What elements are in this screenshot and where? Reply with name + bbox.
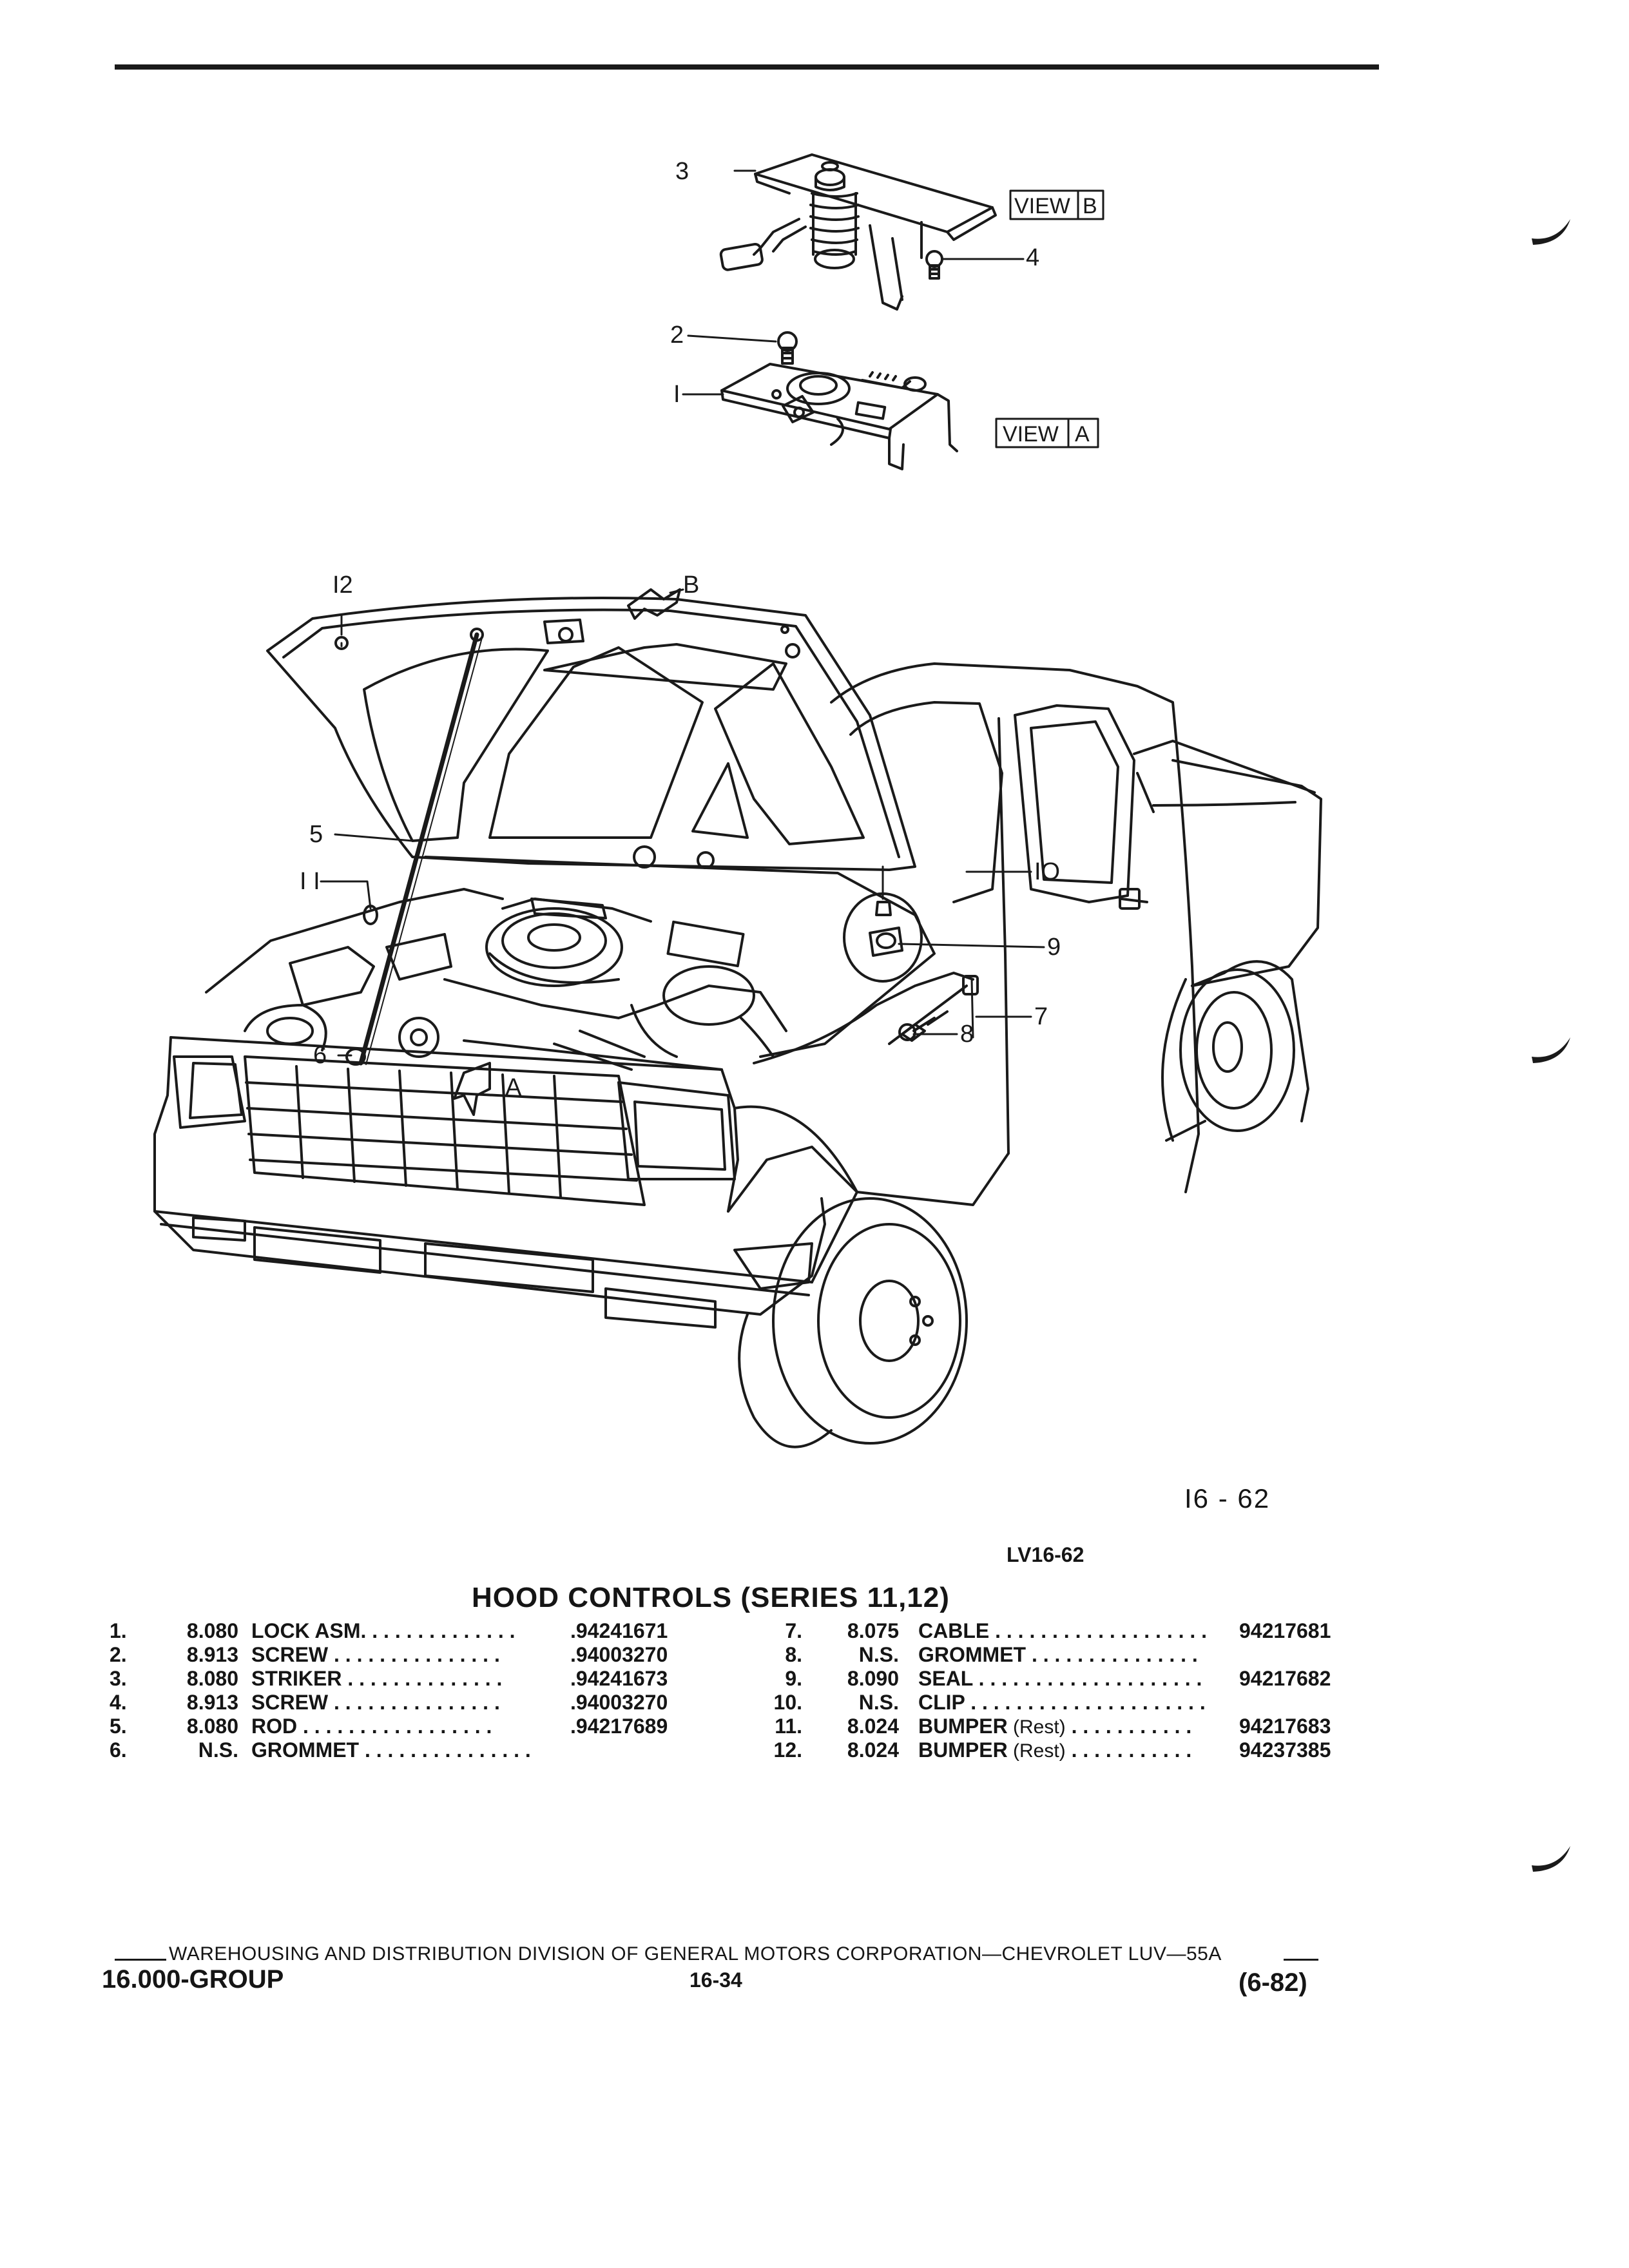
part-group-code: N.S. <box>198 1738 238 1762</box>
view-a-letter: A <box>1075 422 1090 447</box>
part-group-code: 8.024 <box>847 1738 899 1762</box>
view-a-word: VIEW <box>1003 422 1059 447</box>
callout-5: 5 <box>309 821 323 848</box>
part-number-index: 2. <box>110 1643 127 1666</box>
part-description: BUMPER (Rest) . . . . . . . . . . . <box>918 1738 1192 1762</box>
part-description: GROMMET . . . . . . . . . . . . . . . <box>251 1738 531 1762</box>
view-b-label <box>1009 189 1104 220</box>
part-group-code: 8.075 <box>847 1619 899 1642</box>
part-group-code: N.S. <box>858 1691 899 1714</box>
part-number-index: 11. <box>775 1715 802 1738</box>
parts-table-title: HOOD CONTROLS (SERIES 11,12) <box>472 1582 950 1613</box>
part-description: SCREW . . . . . . . . . . . . . . . <box>251 1643 500 1666</box>
part-group-code: 8.080 <box>186 1667 238 1690</box>
part-description: LOCK ASM. . . . . . . . . . . . . . <box>251 1619 516 1642</box>
part-number-index: 7. <box>785 1619 802 1642</box>
part-number-index: 1. <box>110 1619 127 1642</box>
part-number-index: 8. <box>785 1643 802 1666</box>
pickup-truck-drawing <box>153 588 1322 1448</box>
part-number-index: 6. <box>110 1738 127 1762</box>
view-b-letter: B <box>1083 194 1097 218</box>
part-group-code: N.S. <box>858 1643 899 1666</box>
callout-6: 6 <box>313 1042 327 1069</box>
part-number-index: 5. <box>110 1715 127 1738</box>
lock-assembly-drawing <box>682 331 958 470</box>
part-description: BUMPER (Rest) . . . . . . . . . . . <box>918 1715 1192 1738</box>
callout-1: I <box>673 381 680 408</box>
arrow-letter-a: A <box>505 1074 522 1101</box>
part-catalog-number: 94217682 <box>1239 1667 1331 1690</box>
part-group-code: 8.913 <box>186 1691 238 1714</box>
part-group-code: 8.024 <box>847 1715 899 1738</box>
figure-number: I6 - 62 <box>1184 1483 1271 1514</box>
footer-group: 16.000-GROUP <box>102 1965 284 1994</box>
view-b-word: VIEW <box>1014 194 1070 218</box>
footer-rule-left <box>115 1959 166 1961</box>
binder-mark-bottom <box>1532 1846 1570 1872</box>
callout-7: 7 <box>1034 1003 1048 1030</box>
part-catalog-number: .94241671 <box>570 1619 668 1642</box>
part-group-code: 8.913 <box>186 1643 238 1666</box>
footer-publisher-line: WAREHOUSING AND DISTRIBUTION DIVISION OF… <box>169 1943 1222 1965</box>
part-catalog-number: 94217681 <box>1239 1619 1331 1642</box>
binder-mark-top <box>1532 219 1570 245</box>
binder-mark-middle <box>1532 1037 1570 1063</box>
callout-12: I2 <box>333 572 353 599</box>
part-group-code: 8.090 <box>847 1667 899 1690</box>
illustration-id: LV16-62 <box>1007 1543 1084 1566</box>
part-catalog-number: 94237385 <box>1239 1738 1331 1762</box>
footer-rule-right <box>1284 1959 1318 1961</box>
part-description: GROMMET . . . . . . . . . . . . . . . <box>918 1643 1198 1666</box>
part-description: CABLE . . . . . . . . . . . . . . . . . … <box>918 1619 1208 1642</box>
part-description: CLIP . . . . . . . . . . . . . . . . . .… <box>918 1691 1206 1714</box>
callout-10: IO <box>1034 858 1060 885</box>
callout-9: 9 <box>1047 934 1061 961</box>
callout-labels: 3 4 2 I I2 5 I I 6 IO 9 7 8 B A <box>300 158 1061 1101</box>
part-description: STRIKER . . . . . . . . . . . . . . <box>251 1667 503 1690</box>
part-number-index: 9. <box>785 1667 802 1690</box>
part-group-code: 8.080 <box>186 1619 238 1642</box>
callout-8: 8 <box>960 1021 974 1048</box>
part-catalog-number: 94217683 <box>1239 1715 1331 1738</box>
part-number-index: 3. <box>110 1667 127 1690</box>
part-description: ROD . . . . . . . . . . . . . . . . . <box>251 1715 492 1738</box>
part-catalog-number: .94241673 <box>570 1667 668 1690</box>
part-number-index: 10. <box>773 1691 802 1714</box>
part-catalog-number: .94003270 <box>570 1691 668 1714</box>
part-description: SEAL . . . . . . . . . . . . . . . . . .… <box>918 1667 1202 1690</box>
callout-3: 3 <box>675 158 689 185</box>
callout-2: 2 <box>670 322 684 349</box>
arrow-letter-b: B <box>683 572 699 599</box>
part-catalog-number: .94003270 <box>570 1643 668 1666</box>
view-a-label <box>995 418 1099 448</box>
callout-11: I I <box>300 868 320 895</box>
striker-assembly-drawing <box>719 153 1025 311</box>
part-description: SCREW . . . . . . . . . . . . . . . <box>251 1691 500 1714</box>
top-rule <box>115 64 1379 70</box>
footer-date: (6-82) <box>1239 1968 1307 1997</box>
footer-page-number: 16-34 <box>689 1968 742 1992</box>
part-group-code: 8.080 <box>186 1715 238 1738</box>
part-number-index: 4. <box>110 1691 127 1714</box>
callout-4: 4 <box>1026 244 1039 271</box>
part-catalog-number: .94217689 <box>570 1715 668 1738</box>
part-number-index: 12. <box>773 1738 802 1762</box>
